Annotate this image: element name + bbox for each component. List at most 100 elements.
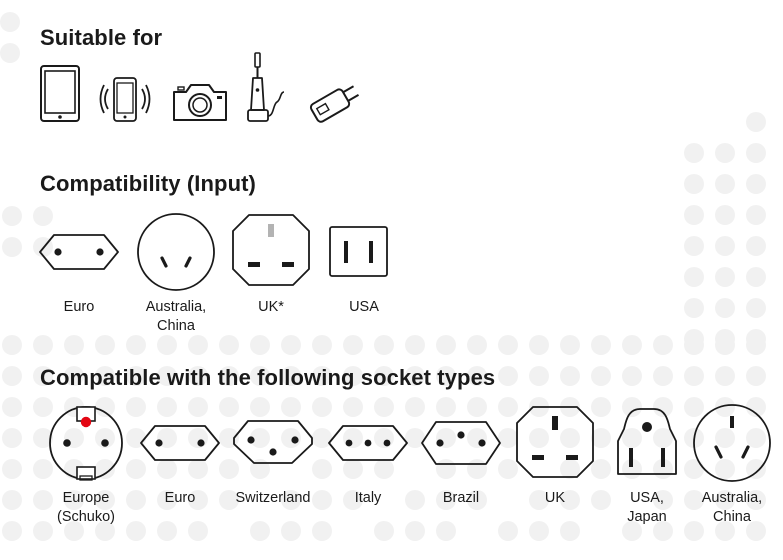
background-dot bbox=[2, 521, 22, 541]
background-dot bbox=[653, 428, 673, 448]
background-dot bbox=[343, 366, 363, 386]
background-dot bbox=[746, 366, 766, 386]
camera-icon bbox=[173, 84, 227, 121]
background-dot bbox=[622, 521, 642, 541]
usa-japan-socket-icon bbox=[617, 408, 677, 475]
background-dot bbox=[95, 397, 115, 417]
background-dot bbox=[746, 329, 766, 349]
background-dot bbox=[529, 490, 549, 510]
background-dot bbox=[343, 490, 363, 510]
background-dot bbox=[591, 366, 611, 386]
background-dot bbox=[684, 397, 704, 417]
background-dot bbox=[126, 335, 146, 355]
background-dot bbox=[684, 366, 704, 386]
background-dot bbox=[622, 366, 642, 386]
euro-plug-icon bbox=[39, 234, 119, 270]
background-dot bbox=[622, 335, 642, 355]
socket-label-switzerland: Switzerland bbox=[235, 490, 311, 506]
background-dot bbox=[64, 490, 84, 510]
background-dot bbox=[653, 335, 673, 355]
electric-toothbrush-icon bbox=[247, 52, 285, 122]
background-dot bbox=[250, 366, 270, 386]
background-dot bbox=[157, 366, 177, 386]
tablet-icon bbox=[40, 65, 80, 122]
background-dot bbox=[64, 366, 84, 386]
background-dot bbox=[2, 397, 22, 417]
background-dot bbox=[126, 521, 146, 541]
background-dot bbox=[467, 490, 487, 510]
background-dot bbox=[343, 335, 363, 355]
background-dot bbox=[157, 521, 177, 541]
socket-label-europe-schuko: Europe (Schuko) bbox=[56, 490, 116, 525]
background-dot bbox=[312, 335, 332, 355]
background-dot bbox=[188, 366, 208, 386]
background-dot bbox=[467, 335, 487, 355]
background-dot bbox=[746, 236, 766, 256]
background-dot bbox=[746, 174, 766, 194]
background-dot bbox=[281, 366, 301, 386]
background-dot bbox=[529, 428, 549, 448]
background-dot bbox=[95, 428, 115, 448]
background-dot bbox=[560, 366, 580, 386]
background-dot bbox=[715, 329, 735, 349]
background-dot bbox=[219, 335, 239, 355]
background-dot bbox=[250, 459, 270, 479]
background-dot bbox=[405, 397, 425, 417]
background-dot bbox=[312, 490, 332, 510]
background-dot bbox=[281, 397, 301, 417]
euro-socket-icon bbox=[140, 425, 220, 461]
background-dot bbox=[250, 335, 270, 355]
background-dot bbox=[498, 428, 518, 448]
background-dot bbox=[219, 459, 239, 479]
background-dot bbox=[33, 335, 53, 355]
background-dot bbox=[498, 397, 518, 417]
background-dot bbox=[2, 459, 22, 479]
background-dot bbox=[715, 366, 735, 386]
background-dot bbox=[33, 521, 53, 541]
background-dot bbox=[2, 366, 22, 386]
usa-plug-icon bbox=[329, 226, 388, 277]
background-dot bbox=[560, 490, 580, 510]
background-dot bbox=[405, 428, 425, 448]
brazil-socket-icon bbox=[421, 421, 501, 465]
socket-label-italy: Italy bbox=[354, 490, 382, 506]
background-dot bbox=[436, 335, 456, 355]
plug-label-usa: USA bbox=[349, 299, 379, 315]
background-dot bbox=[529, 366, 549, 386]
socket-label-brazil: Brazil bbox=[442, 490, 480, 506]
background-dot bbox=[374, 366, 394, 386]
background-dot bbox=[0, 43, 20, 63]
background-dot bbox=[498, 335, 518, 355]
background-dot bbox=[560, 428, 580, 448]
schuko-socket-icon bbox=[49, 406, 123, 481]
background-dot bbox=[281, 490, 301, 510]
background-dot bbox=[715, 267, 735, 287]
background-dot bbox=[653, 490, 673, 510]
socket-label-uk: UK bbox=[544, 490, 566, 506]
background-dot bbox=[498, 521, 518, 541]
background-dot bbox=[157, 397, 177, 417]
switzerland-socket-icon bbox=[233, 420, 313, 464]
background-dot bbox=[436, 521, 456, 541]
background-dot bbox=[684, 329, 704, 349]
background-dot bbox=[684, 267, 704, 287]
background-dot bbox=[95, 335, 115, 355]
background-dot bbox=[653, 397, 673, 417]
background-dot bbox=[126, 459, 146, 479]
background-dot bbox=[746, 298, 766, 318]
background-dot bbox=[374, 459, 394, 479]
background-dot bbox=[684, 490, 704, 510]
background-dot bbox=[374, 397, 394, 417]
plug-label-australia-china: Australia, China bbox=[145, 299, 207, 334]
background-dot bbox=[2, 335, 22, 355]
background-dot bbox=[312, 459, 332, 479]
background-dot bbox=[467, 366, 487, 386]
background-dot bbox=[715, 428, 735, 448]
background-dot bbox=[343, 397, 363, 417]
background-dot bbox=[715, 236, 735, 256]
background-dot bbox=[157, 459, 177, 479]
plug-label-uk: UK* bbox=[258, 299, 284, 315]
background-dot bbox=[405, 490, 425, 510]
background-dot bbox=[188, 490, 208, 510]
